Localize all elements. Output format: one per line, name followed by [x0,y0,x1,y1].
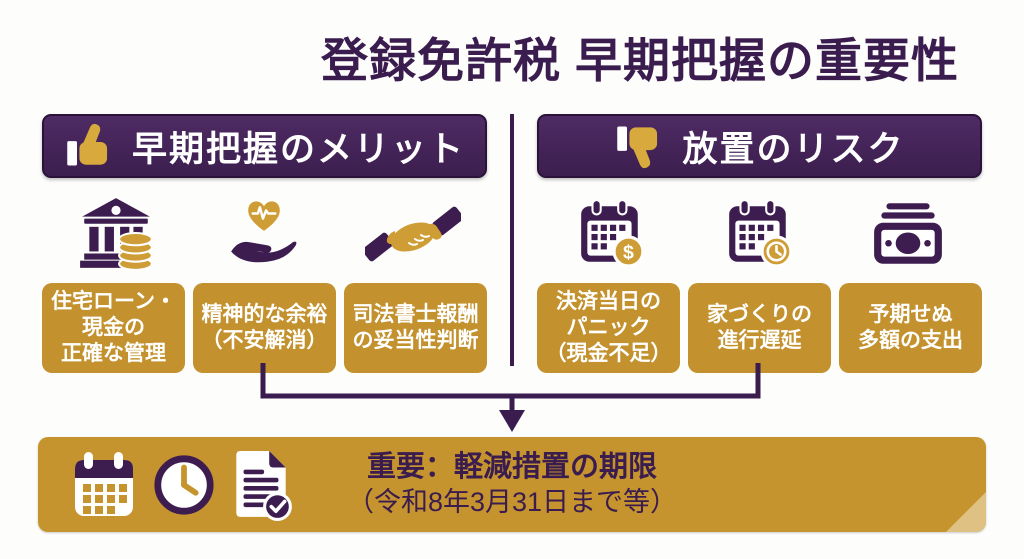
risks-header-label: 放置のリスク [682,129,905,169]
merits-column: 早期把握のメリット [42,114,487,373]
handshake-icon [339,192,487,276]
corner-watermark [946,492,986,532]
merits-boxes-row: 住宅ローン・ 現金の 正確な管理 精神的な余裕 （不安解消） 司法書士報酬 の妥… [42,283,487,373]
risk-item-label: 決済当日の パニック （現金不足） [537,283,680,373]
calendar-clock-icon [685,192,833,276]
deadline-subtitle: （令和8年3月31日まで等） [346,486,678,517]
merit-item-label: 精神的な余裕 （不安解消） [193,283,336,373]
risk-item-label: 予期せぬ 多額の支出 [839,283,982,373]
merits-header: 早期把握のメリット [42,114,487,178]
thumbs-up-icon [64,120,116,172]
thumbs-down-icon [614,120,666,172]
heart-hand-icon [190,192,338,276]
deadline-title: 重要：軽減措置の期限 [366,450,657,483]
calendar-dollar-icon: $ [537,192,685,276]
merit-item-label: 司法書士報酬 の妥当性判断 [344,283,487,373]
clock-icon [152,453,216,517]
risk-item-label: 家づくりの 進行遅延 [688,283,831,373]
risks-header: 放置のリスク [537,114,982,178]
risks-icons-row: $ [537,192,982,276]
calendar-icon [72,449,138,521]
deadline-banner-icons [72,437,292,532]
money-icon [834,192,982,276]
page-title: 登録免許税 早期把握の重要性 [320,34,960,87]
down-arrow-icon [499,410,525,432]
merit-item-label: 住宅ローン・ 現金の 正確な管理 [42,283,185,373]
document-check-icon [230,449,292,521]
merits-icons-row [42,192,487,276]
risks-column: 放置のリスク $ [537,114,982,373]
deadline-banner: 重要：軽減措置の期限 （令和8年3月31日まで等） [38,437,986,532]
risks-boxes-row: 決済当日の パニック （現金不足） 家づくりの 進行遅延 予期せぬ 多額の支出 [537,283,982,373]
svg-text:$: $ [623,242,634,264]
merits-header-label: 早期把握のメリット [131,129,465,169]
deadline-text-block: 重要：軽減措置の期限 （令和8年3月31日まで等） [38,437,986,532]
bank-coins-icon [42,192,190,276]
